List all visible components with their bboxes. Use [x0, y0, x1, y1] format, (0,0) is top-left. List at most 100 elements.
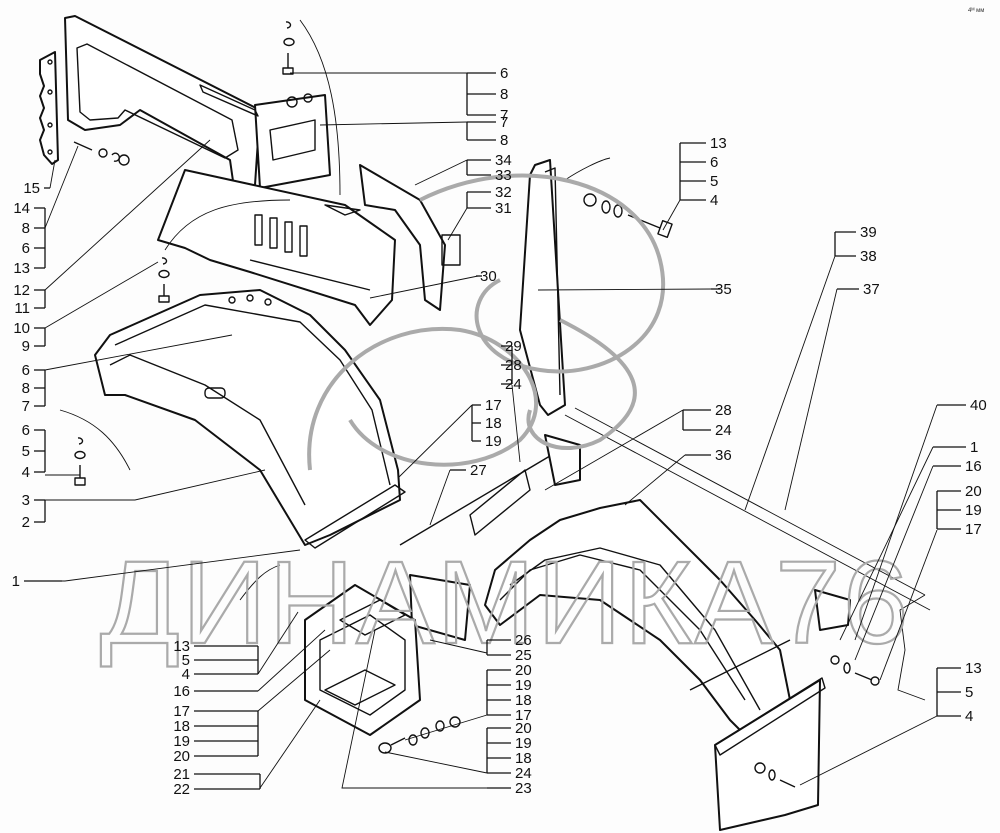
callout-label: 13 [173, 638, 190, 655]
left-front-fender [94, 289, 406, 549]
callout-leader [44, 334, 233, 371]
callout-group-g-16-left: 16 [173, 629, 326, 700]
step-fasteners [378, 716, 461, 754]
callout-leader [429, 639, 488, 654]
callout-label: 18 [485, 415, 502, 432]
callout-label: 8 [22, 220, 30, 237]
callout-leader [45, 469, 266, 501]
callout-label: 17 [173, 703, 190, 720]
callout-group-g-10-9: 109 [13, 261, 159, 355]
left-mounting-plate [39, 51, 59, 165]
callout-group-g-27: 27 [429, 462, 487, 526]
callout-label: 9 [22, 338, 30, 355]
callout-leader [544, 409, 684, 491]
left-bolt-set [74, 257, 170, 486]
callout-group-g-3-2: 32 [22, 469, 266, 531]
callout-group-g-35: 35 [537, 281, 732, 298]
assembly-flow-lines [59, 19, 611, 601]
callout-label: 4 [710, 192, 718, 209]
callout-label: 4 [182, 666, 190, 683]
callout-label: 18 [515, 750, 532, 767]
callout-label: 19 [485, 433, 502, 450]
callout-leader [839, 446, 934, 641]
callout-label: 28 [505, 357, 522, 374]
callout-label: 13 [13, 260, 30, 277]
callout-leader [784, 288, 838, 511]
callout-label: 17 [965, 521, 982, 538]
callout-leader [404, 714, 488, 741]
callout-leader [257, 649, 331, 712]
callout-group-g-30: 30 [369, 268, 497, 299]
callout-label: 13 [965, 660, 982, 677]
callout-label: 11 [14, 300, 30, 317]
vertical-support-strut [519, 159, 566, 416]
callout-label: 34 [495, 152, 512, 169]
upper-support-bracket [64, 15, 331, 196]
callout-label: 22 [173, 781, 190, 798]
callout-leader [511, 384, 521, 463]
callout-label: 18 [173, 718, 190, 735]
callout-label: 5 [182, 652, 190, 669]
callout-leader [44, 145, 79, 229]
callout-leader [537, 288, 714, 291]
callout-label: 29 [505, 338, 522, 355]
rear-hardware-right [830, 655, 880, 686]
watermark-text: ДИНАМИКА76 [100, 537, 910, 669]
callout-label: 12 [13, 282, 30, 299]
callout-label: 6 [22, 422, 30, 439]
callout-label: 39 [860, 224, 877, 241]
callout-label: 15 [23, 180, 40, 197]
callout-leader [341, 629, 487, 789]
callout-leader [879, 529, 938, 681]
callout-label: 24 [505, 376, 522, 393]
callout-group-g-left-stud: 14 8 6 13 [13, 145, 79, 277]
callout-group-g-29-28-24: 29 28 24 [501, 338, 522, 463]
callout-leader [744, 255, 836, 511]
callout-label: 37 [863, 281, 880, 298]
callout-leader [257, 629, 326, 692]
callout-group-g-top-bolt: 687 [290, 65, 508, 124]
callout-label: 6 [22, 240, 30, 257]
callout-label: 13 [710, 135, 727, 152]
callout-label: 20 [173, 748, 190, 765]
callout-label: 6 [710, 154, 718, 171]
corner-mark: 4ᴹ ᴍᴍ [968, 7, 984, 14]
callout-label: 6 [22, 362, 30, 379]
callout-leader [44, 139, 211, 291]
callout-label: 27 [470, 462, 487, 479]
callout-label: 32 [495, 184, 512, 201]
callout-label: 8 [500, 132, 508, 149]
callout-group-g-36: 36 [624, 447, 732, 506]
callout-label: 2 [22, 514, 30, 531]
callout-label: 20 [515, 720, 532, 737]
callout-label: 19 [515, 677, 532, 694]
callout-leader [257, 611, 299, 675]
callout-label: 24 [515, 765, 532, 782]
callout-group-g-40: 40 [854, 397, 987, 641]
callout-label: 6 [500, 65, 508, 82]
callout-label: 8 [500, 86, 508, 103]
callout-label: 1 [970, 439, 978, 456]
callout-label: 5 [22, 443, 30, 460]
callout-label: 26 [515, 632, 532, 649]
callout-leader [447, 207, 468, 241]
callout-label: 23 [515, 780, 532, 797]
stud-washer-nut-left [73, 141, 130, 166]
callout-label: 24 [715, 422, 732, 439]
callout-label: 4 [965, 708, 973, 725]
callout-layer: 6877834333231301365435393837151486131211… [12, 65, 987, 798]
callout-label: 25 [515, 647, 532, 664]
callout-label: 3 [22, 492, 30, 509]
callout-label: 17 [485, 397, 502, 414]
callout-leader [44, 261, 159, 329]
callout-label: 20 [965, 483, 982, 500]
callout-label: 14 [13, 200, 30, 217]
callout-label: 28 [715, 402, 732, 419]
callout-label: 16 [965, 458, 982, 475]
